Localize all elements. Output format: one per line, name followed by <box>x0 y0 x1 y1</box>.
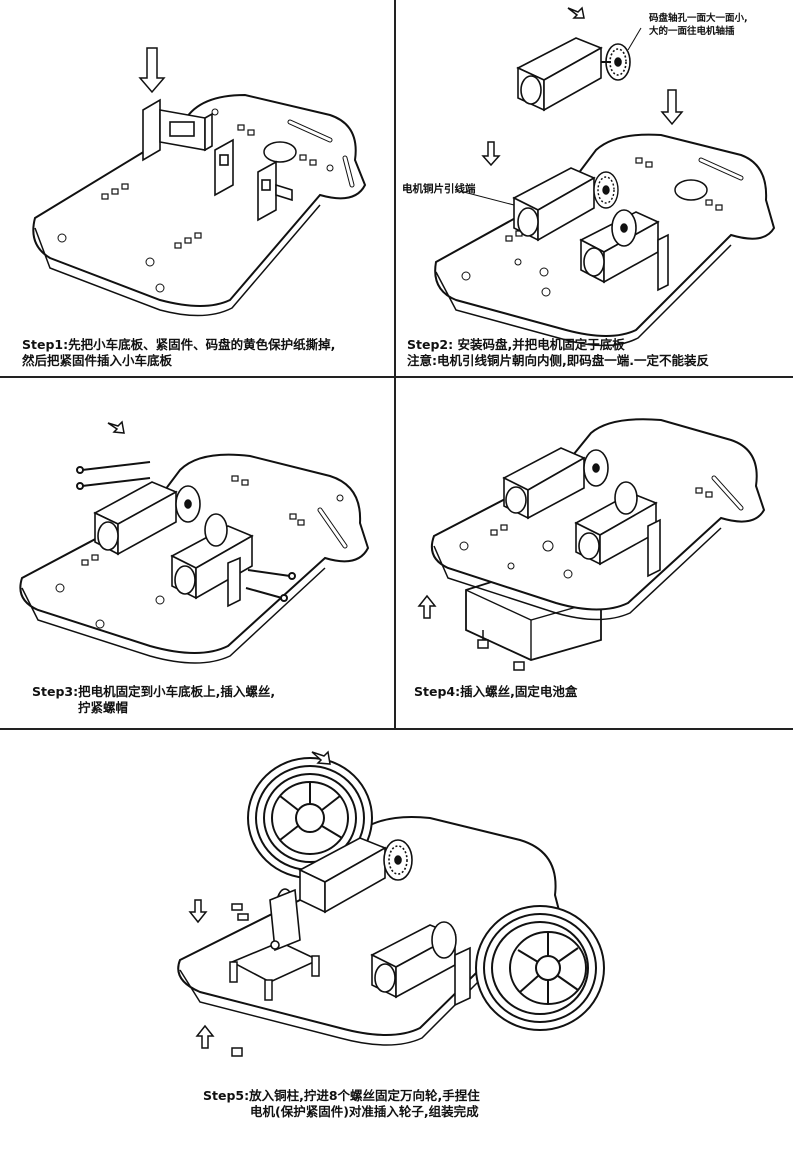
step3-caption-line2: 拧紧螺帽 <box>78 700 129 715</box>
step2-note-lead: 电机铜片引线端 <box>402 183 476 195</box>
step3-caption-line1: Step3:把电机固定到小车底板上,插入螺丝, <box>32 684 276 699</box>
step5-caption-line2: 电机(保护紧固件)对准插入轮子,组装完成 <box>250 1104 479 1119</box>
step1-caption-line2: 然后把紧固件插入小车底板 <box>22 353 173 368</box>
step5-panel: Step5:放入铜柱,拧进8个螺丝固定万向轮,手捏住 电机(保护紧固件)对准插入… <box>0 730 793 1151</box>
step2-illustration <box>434 6 776 347</box>
step2-note-encoder-1: 码盘轴孔一面大一面小, <box>649 13 748 24</box>
step4-illustration <box>417 418 766 671</box>
step2-caption-line2: 注意:电机引线铜片朝向内侧,即码盘一端.一定不能装反 <box>407 353 709 368</box>
motor-icon <box>512 167 596 242</box>
step4-panel: Step4:插入螺丝,固定电池盒 <box>396 378 793 728</box>
step4-caption-line1: Step4:插入螺丝,固定电池盒 <box>414 684 578 699</box>
step1-illustration <box>32 47 367 317</box>
down-arrow-icon <box>138 47 166 94</box>
step2-panel: 码盘轴孔一面大一面小, 大的一面往电机轴插 电机铜片引线端 Step2: 安装码… <box>396 0 793 376</box>
divider-horizontal-1 <box>0 376 793 378</box>
step2-caption-line1: Step2: 安装码盘,并把电机固定于底板 <box>407 337 625 352</box>
encoder-disc-icon <box>593 171 619 209</box>
divider-vertical-top <box>394 0 396 728</box>
step5-caption-line1: Step5:放入铜柱,拧进8个螺丝固定万向轮,手捏住 <box>203 1088 480 1103</box>
step1-caption-line1: Step1:先把小车底板、紧固件、码盘的黄色保护纸撕掉, <box>22 337 336 352</box>
step2-note-encoder-2: 大的一面往电机轴插 <box>649 26 735 37</box>
step5-illustration <box>177 750 605 1057</box>
wheel-icon <box>247 757 373 879</box>
step3-illustration <box>19 420 370 664</box>
divider-horizontal-2 <box>0 728 793 730</box>
step1-panel: Step1:先把小车底板、紧固件、码盘的黄色保护纸撕掉, 然后把紧固件插入小车底… <box>0 0 394 376</box>
motor-icon <box>502 447 609 520</box>
step3-panel: Step3:把电机固定到小车底板上,插入螺丝, 拧紧螺帽 <box>0 378 394 728</box>
motor-icon <box>93 481 201 556</box>
